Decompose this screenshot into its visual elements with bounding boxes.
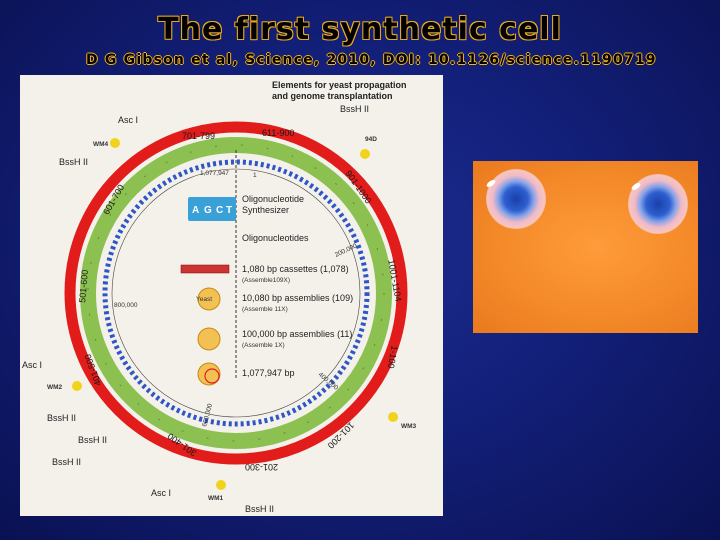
watermark-label: WM4 [93,141,109,148]
base-letter: C [216,205,223,216]
watermark-marker [388,412,398,422]
site-bsshii-left: BssH II [59,157,88,167]
colony [486,169,546,229]
segment-label: 611-900 [262,128,294,138]
slide-subtitle: D G Gibson et al, Science, 2010, DOI: 10… [86,52,657,68]
genome-circle-icon [204,368,220,384]
watermark-label: 94D [365,136,377,143]
position-label: 200,000 [334,242,359,258]
segment-label: 701-799 [182,131,215,141]
watermark-marker [110,138,120,148]
figure-header-line2: and genome transplantation [272,91,393,101]
site-asci-top: Asc I [118,115,138,125]
site-bsshii-bottom: BssH II [52,457,81,467]
site-asci-bottom: Asc I [151,488,171,498]
watermark-marker [216,480,226,490]
outer-ring [64,121,408,465]
site-bsshii-bottom2: BssH II [245,504,274,514]
position-label: 1 [253,172,257,179]
position-label: 800,000 [114,302,138,309]
workflow-step: 100,000 bp assemblies (11) [242,329,352,339]
figure-header-line1: Elements for yeast propagation [272,80,407,90]
cassette-ring [102,159,370,427]
colony-photo [473,161,698,333]
yeast-label: Yeast [196,296,212,303]
genome-figure: 611-900 701-799 901-1000 1001-1104 1-100… [20,75,443,516]
segment-label: 501-600 [77,269,90,303]
base-letter: A [192,205,199,216]
segment-label: 201-300 [245,462,278,472]
segment-label: 1-100 [386,345,400,369]
site-asci-left: Asc I [22,360,42,370]
base-letter: T [226,205,232,216]
workflow-step-sub: (Assemble109X) [242,277,290,284]
site-bsshii-top: BssH II [340,104,369,114]
watermark-label: WM2 [47,384,63,391]
workflow-step: Oligonucleotides [242,233,309,243]
watermark-marker [360,149,370,159]
base-letter: G [204,205,212,216]
cassette-bar [180,264,230,274]
slide-title: The first synthetic cell [158,12,562,47]
position-label: 1,077,947 [200,170,229,177]
site-bsshii-lower2: BssH II [78,435,107,445]
yeast-cell-icon [197,362,221,386]
watermark-label: WM3 [401,423,417,430]
watermark-marker [72,381,82,391]
yeast-cell-icon [197,327,221,351]
yeast-cell-icon [197,287,221,311]
position-label: 400,000 [317,371,340,392]
workflow-step-sub: (Assemble 11X) [242,306,288,313]
genome-map-svg: 611-900 701-799 901-1000 1001-1104 1-100… [22,80,417,514]
inner-circle [111,168,361,418]
workflow-step: Synthesizer [242,205,289,215]
workflow-step: Oligonucleotide [242,194,304,204]
watermark-label: WM1 [208,495,224,502]
synthesizer-icon: A G C T [188,197,236,221]
workflow-step: 1,080 bp cassettes (1,078) [242,264,349,274]
site-bsshii-lower: BssH II [47,413,76,423]
workflow-step: 10,080 bp assemblies (109) [242,293,353,303]
workflow-step: 1,077,947 bp [242,368,295,378]
workflow-step-sub: (Assemble 1X) [242,342,285,349]
segment-ring-arrows [87,144,385,442]
